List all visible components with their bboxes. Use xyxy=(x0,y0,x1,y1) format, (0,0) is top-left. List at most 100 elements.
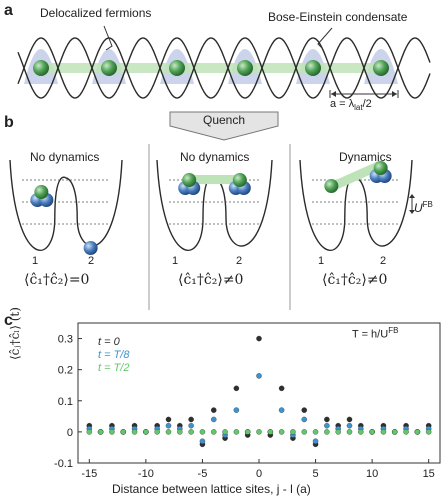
legend-t8: t = T/8 xyxy=(98,349,130,361)
y-tick-label: -0.1 xyxy=(54,458,73,470)
data-point-t2 xyxy=(244,429,251,435)
site1-col1: 1 xyxy=(32,255,39,267)
data-point-t2 xyxy=(414,429,421,435)
data-point-t2 xyxy=(210,429,217,435)
y-tick-label: 0.3 xyxy=(58,334,73,346)
col1-title: No dynamics xyxy=(30,150,100,164)
data-points xyxy=(86,335,432,448)
data-point-t8 xyxy=(210,416,217,423)
lattice-diagram xyxy=(17,25,431,99)
fermion-atom-4 xyxy=(237,60,253,76)
data-point-t2 xyxy=(177,429,183,435)
u-fb-label: UFB xyxy=(414,200,433,215)
y-tick-label: 0.1 xyxy=(58,396,73,408)
data-point-t2 xyxy=(278,429,285,435)
panel-c-label: c xyxy=(4,312,13,329)
eq-col3: ⟨ĉ₁†ĉ₂⟩≠0 xyxy=(322,272,388,288)
y-tick-label: 0.2 xyxy=(58,365,73,377)
fermion-atom xyxy=(34,185,49,199)
legend-t2: t = T/2 xyxy=(98,362,130,374)
site1-col3: 1 xyxy=(318,255,325,267)
fermion-link xyxy=(331,160,381,192)
eq-col2: ⟨ĉ₁†ĉ₂⟩≠0 xyxy=(178,272,244,288)
site1-col2: 1 xyxy=(172,255,179,267)
x-tick-label: 0 xyxy=(256,468,262,480)
quench-label: Quench xyxy=(202,113,246,127)
data-point-t2 xyxy=(120,429,127,435)
data-point-t8 xyxy=(312,438,319,444)
data-point-t2 xyxy=(358,429,364,435)
lattice-potential-wave-2 xyxy=(17,37,431,99)
data-point-t8 xyxy=(256,373,262,379)
data-point-t2 xyxy=(199,429,206,435)
data-point-t2 xyxy=(324,429,330,435)
site2-col1: 2 xyxy=(88,255,95,267)
quench-diagram xyxy=(9,111,415,310)
y-axis-label: ⟨ĉⱼ†ĉₗ⟩ (t) xyxy=(8,307,22,360)
data-point-t2 xyxy=(290,429,296,435)
data-point-t2 xyxy=(312,429,319,435)
data-point-t2 xyxy=(380,429,387,435)
site2-col2: 2 xyxy=(236,255,243,267)
data-point-t0 xyxy=(324,416,330,423)
fermion-link xyxy=(189,175,240,184)
data-point-t2 xyxy=(154,429,160,435)
data-point-t2 xyxy=(86,429,93,435)
data-point-t8 xyxy=(165,422,172,429)
data-point-t2 xyxy=(335,429,341,435)
fermion-atom-6 xyxy=(373,60,389,76)
bec-pointer xyxy=(317,27,333,49)
double-well-1 xyxy=(9,159,123,251)
data-point-t2 xyxy=(391,429,398,435)
x-tick-label: 10 xyxy=(366,468,378,480)
data-point-t8 xyxy=(188,422,194,429)
data-point-t0 xyxy=(278,385,285,392)
panel-b-label: b xyxy=(4,114,14,131)
data-point-t0 xyxy=(188,416,194,423)
fermion-atom-3 xyxy=(169,60,185,76)
bec-label: Bose-Einstein condensate xyxy=(268,10,408,24)
data-point-t2 xyxy=(403,429,409,435)
double-wells xyxy=(9,159,413,255)
fermion-atom xyxy=(232,173,247,187)
data-point-t2 xyxy=(233,429,240,435)
data-point-t2 xyxy=(109,429,115,435)
data-point-t8 xyxy=(346,422,353,429)
boson-atom xyxy=(83,241,98,255)
data-point-t2 xyxy=(222,429,228,435)
period-note: T = h/UFB xyxy=(352,326,399,341)
fermion-atom-2 xyxy=(101,60,117,76)
data-point-t0 xyxy=(165,416,172,423)
y-ticks: -0.1 0 0.1 0.2 0.3 xyxy=(54,334,82,470)
fermion-atoms xyxy=(33,60,389,76)
data-point-t8 xyxy=(324,422,330,429)
data-point-t2 xyxy=(188,429,194,435)
data-point-t2 xyxy=(256,429,262,435)
panel-a-label: a xyxy=(4,2,13,19)
data-point-t2 xyxy=(165,429,172,435)
spacing-label: a = λlat/2 xyxy=(330,98,372,113)
data-point-t2 xyxy=(346,429,353,435)
y-tick-label: 0 xyxy=(67,427,73,439)
fermion-atom xyxy=(182,173,197,187)
data-point-t2 xyxy=(301,429,307,435)
data-point-t8 xyxy=(199,438,206,444)
data-point-t2 xyxy=(97,429,104,435)
quench-arrow xyxy=(169,111,279,141)
eq-col1: ⟨ĉ₁†ĉ₂⟩=0 xyxy=(24,272,90,288)
data-point-t2 xyxy=(425,429,432,435)
x-tick-label: -10 xyxy=(138,468,154,480)
fermion-atom xyxy=(373,161,388,175)
data-point-t2 xyxy=(131,429,138,435)
data-point-t0 xyxy=(256,335,262,342)
data-point-t2 xyxy=(267,429,274,435)
data-point-t8 xyxy=(233,407,240,413)
fermion-atom-5 xyxy=(305,60,321,76)
x-tick-label: 5 xyxy=(313,468,319,480)
x-axis-label: Distance between lattice sites, j - l (a… xyxy=(112,482,311,496)
data-point-t0 xyxy=(346,416,353,423)
legend-t0: t = 0 xyxy=(98,336,120,348)
fermion-atom xyxy=(324,179,339,193)
data-point-t0 xyxy=(233,385,240,392)
